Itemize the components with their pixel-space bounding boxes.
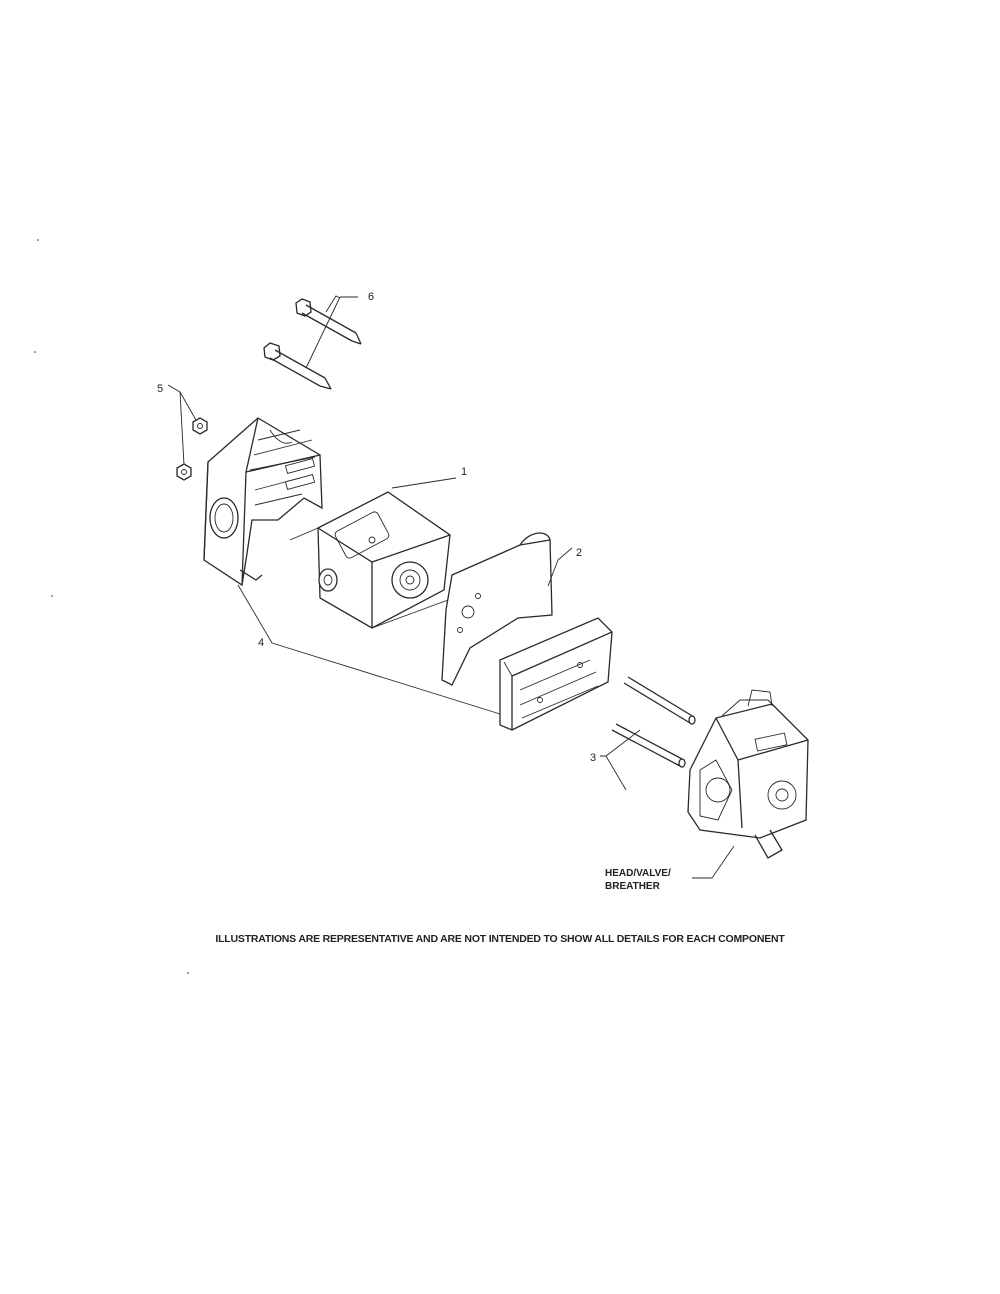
bolt-lower: [263, 342, 332, 390]
shield-plate-part-4: [499, 617, 613, 731]
disclaimer-text: ILLUSTRATIONS ARE REPRESENTATIVE AND ARE…: [215, 933, 785, 945]
gasket-part-2: [441, 532, 573, 686]
bolts-part-6: [263, 295, 362, 390]
assembly-label-line-1: HEAD/VALVE/: [605, 868, 671, 879]
callout-1: 1: [461, 466, 467, 478]
scan-specks: [34, 239, 189, 974]
callout-6: 6: [368, 291, 374, 303]
studs-part-3: [600, 676, 696, 791]
leader-lines-part-4: [237, 584, 501, 715]
callout-4: 4: [258, 637, 264, 649]
callout-2: 2: [576, 547, 582, 559]
assembly-label-line-2: BREATHER: [605, 881, 661, 892]
cylinder-head-assembly: [687, 689, 809, 879]
bolt-upper: [295, 298, 362, 345]
heat-shield-part-4: [203, 417, 323, 587]
nuts-part-5: [167, 384, 208, 481]
callout-5: 5: [157, 383, 163, 395]
muffler-part-1: [289, 477, 457, 629]
callout-3: 3: [590, 752, 596, 764]
